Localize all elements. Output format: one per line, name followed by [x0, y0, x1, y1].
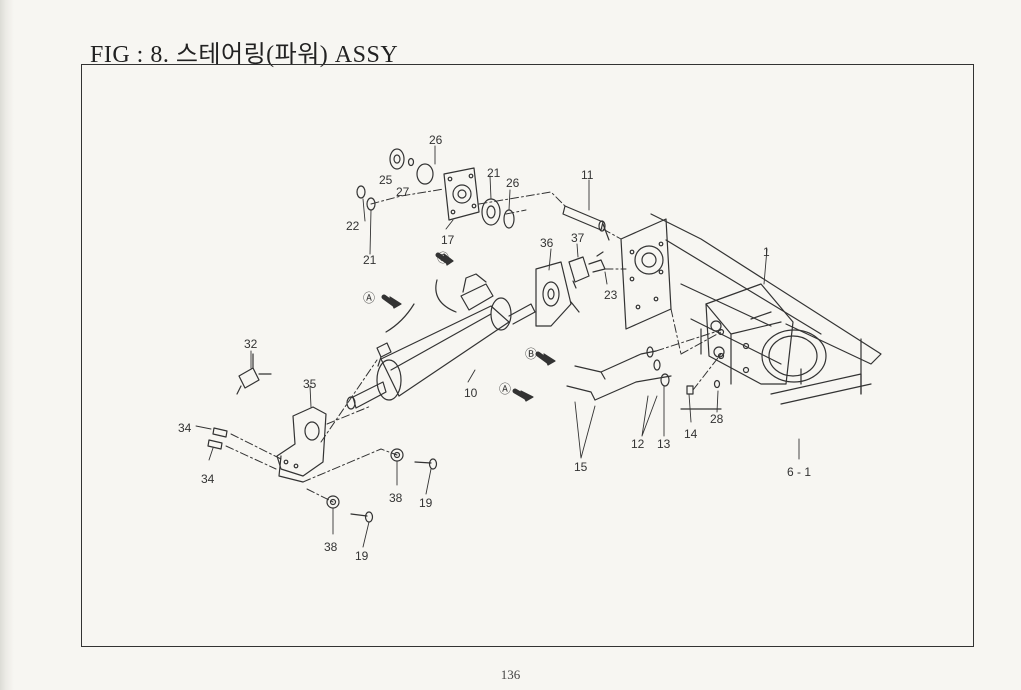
callout-19-upper: 19 [419, 496, 433, 510]
bracket-35 [276, 406, 327, 483]
callout-25: 25 [379, 173, 393, 187]
steering-cylinder [346, 273, 536, 410]
pins-34 [207, 427, 228, 450]
callout-19-lower: 19 [355, 549, 369, 563]
port-arrows [381, 252, 556, 402]
hose-fittings [566, 346, 722, 410]
fitting-32 [236, 353, 272, 395]
callout-27: 27 [396, 185, 410, 199]
mounting-bracket-plate [620, 218, 672, 330]
leader-lines [195, 145, 800, 548]
callout-36: 36 [540, 236, 554, 250]
callout-21-left: 21 [363, 253, 377, 267]
callout-23: 23 [604, 288, 618, 302]
callout-38-lower: 38 [324, 540, 338, 554]
callout-1: 1 [763, 245, 770, 259]
page-number: 136 [500, 667, 521, 682]
power-unit-housing [705, 283, 827, 385]
port-label-b-lower: Ⓑ [525, 347, 537, 361]
callout-17: 17 [441, 233, 455, 247]
vehicle-frame-rails [650, 213, 882, 405]
assembly-lines [225, 188, 722, 503]
exploded-parts-diagram: 26 25 27 21 26 11 22 17 21 36 37 1 23 Ⓑ … [81, 64, 974, 647]
callout-12: 12 [631, 437, 645, 451]
binding-edge [0, 0, 14, 690]
callout-14: 14 [684, 427, 698, 441]
callout-38-upper: 38 [389, 491, 403, 505]
bracket-36 [535, 261, 580, 327]
callout-10: 10 [464, 386, 478, 400]
diagram-svg: 26 25 27 21 26 11 22 17 21 36 37 1 23 Ⓑ … [178, 133, 882, 563]
port-label-b-upper: Ⓑ [437, 251, 449, 265]
shaft-11 [562, 205, 610, 241]
callout-35: 35 [303, 377, 317, 391]
bolts-and-washers [326, 448, 438, 523]
callout-37: 37 [571, 231, 585, 245]
callout-21-top: 21 [487, 166, 501, 180]
callout-28: 28 [710, 412, 724, 426]
callout-labels: 26 25 27 21 26 11 22 17 21 36 37 1 23 Ⓑ … [178, 133, 811, 563]
callout-15: 15 [574, 460, 588, 474]
drawing-frame [81, 64, 974, 647]
callout-34-upper: 34 [178, 421, 192, 435]
callout-34-lower: 34 [201, 472, 215, 486]
callout-26-right: 26 [506, 176, 520, 190]
callout-13: 13 [657, 437, 671, 451]
callout-32: 32 [244, 337, 258, 351]
valve-37 [568, 251, 606, 289]
callout-6-1: 6 - 1 [787, 465, 811, 479]
callout-11: 11 [581, 168, 594, 182]
port-label-a-upper: Ⓐ [363, 291, 375, 305]
port-label-a-lower: Ⓐ [499, 382, 511, 396]
callout-22: 22 [346, 219, 360, 233]
callout-26-top: 26 [429, 133, 443, 147]
figure-title: FIG : 8. 스테어링(파워) ASSY [90, 42, 399, 68]
